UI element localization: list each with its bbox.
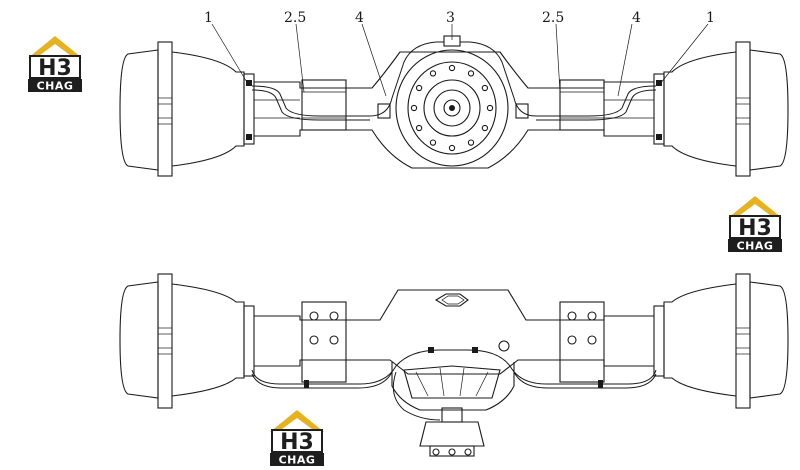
- differential-front: [391, 362, 515, 457]
- logo-mark: H3: [280, 430, 314, 455]
- watermark-logo-right: H3 CHAG: [724, 192, 786, 254]
- differential-bolt: [481, 84, 489, 92]
- logo-roof-icon: [28, 36, 82, 58]
- callout-leaders-top: [211, 23, 709, 97]
- left-wheel-hub-front: [119, 273, 255, 409]
- callout-2-5-left: 2.5: [284, 10, 306, 26]
- differential-bolt: [486, 104, 494, 112]
- logo-roof-icon: [728, 196, 782, 218]
- right-wheel-hub-front: [653, 273, 789, 409]
- watermark-logo-bottom: H3 CHAG: [266, 406, 328, 468]
- left-wheel-hub-top: [119, 41, 255, 177]
- differential-bolt: [448, 64, 456, 72]
- callout-1-right: 1: [706, 10, 715, 26]
- logo-word: CHAG: [37, 80, 74, 93]
- right-wheel-hub-top: [653, 41, 789, 177]
- logo-word: CHAG: [737, 240, 774, 253]
- differential-bolt: [467, 139, 475, 146]
- brake-hoses-top: [251, 41, 657, 121]
- differential-bolt: [415, 124, 423, 132]
- differential-bolt: [448, 144, 456, 152]
- callout-4-left: 4: [355, 10, 364, 26]
- axle-top-view: 1 2.5 4 3 2.5 4 1: [119, 10, 789, 177]
- callout-3: 3: [446, 10, 455, 26]
- callout-1-left: 1: [204, 10, 213, 26]
- logo-roof-icon: [270, 410, 324, 432]
- differential-bolt: [481, 124, 489, 132]
- differential-bolt: [429, 70, 437, 77]
- axle-front-view: [119, 273, 789, 457]
- differential-bolt: [429, 139, 437, 146]
- differential-bolt: [467, 70, 475, 77]
- logo-word: CHAG: [279, 454, 316, 467]
- differential-bolt: [410, 104, 418, 112]
- brake-hoses-front: [251, 347, 657, 421]
- logo-mark: H3: [738, 216, 772, 241]
- axle-housing-front: [254, 289, 654, 383]
- differential-top: [395, 35, 509, 167]
- differential-bolt: [415, 84, 423, 92]
- callout-4-right: 4: [632, 10, 641, 26]
- callout-labels: 1 2.5 4 3 2.5 4 1: [204, 10, 715, 26]
- watermark-logo-top-left: H3 CHAG: [24, 32, 86, 94]
- callout-2-5-right: 2.5: [542, 10, 564, 26]
- logo-mark: H3: [38, 56, 72, 81]
